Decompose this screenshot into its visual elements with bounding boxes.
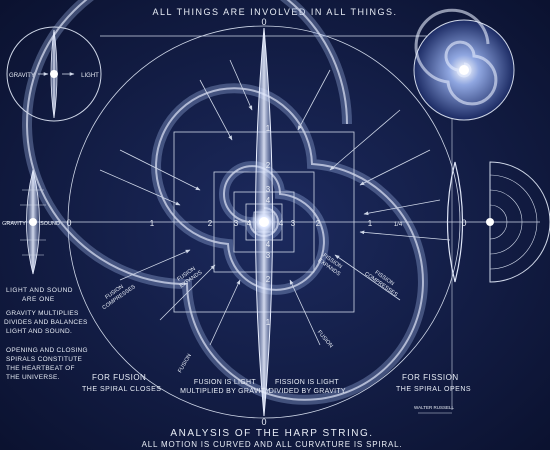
left-note-2: GRAVITY MULTIPLIES DIVIDES AND BALANCES … [4,310,90,335]
vertical-marker-upper-4: 4 [266,196,271,205]
horizontal-marker-right-1: 1 [368,219,373,228]
left-inset [20,169,46,275]
horizontal-marker-left-1: 1 [150,219,155,228]
horizontal-marker-right-zero: 0 [461,218,466,228]
horizontal-marker-left-2: 2 [208,219,213,228]
center-note-right: FISSION IS LIGHT DIVIDED BY GRAVITY. [269,379,347,395]
header-title: ALL THINGS ARE INVOLVED IN ALL THINGS. [153,7,398,17]
horizontal-marker-left-3: 3 [234,219,239,228]
horizontal-marker-right-4: 4 [279,219,284,228]
bottom-left-note: FOR FUSION THE SPIRAL CLOSES [82,373,161,393]
radiating-arrows [99,59,451,346]
footer-subtitle: ALL MOTION IS CURVED AND ALL CURVATURE I… [142,440,403,449]
vertical-marker-top: 0 [261,17,266,27]
horizontal-marker-left-zero: 0 [66,218,71,228]
top-left-inset-gravity-label: GRAVITY [9,73,35,79]
footer-title: ANALYSIS OF THE HARP STRING. [170,428,373,439]
vertical-marker-upper-3: 3 [266,185,271,194]
signature: WALTER RUSSELL [414,405,455,410]
top-left-inset-light-label: LIGHT [81,73,99,79]
bottom-right-note: FOR FISSION THE SPIRAL OPENS [396,373,471,393]
vertical-marker-lower-4: 4 [266,240,271,249]
horizontal-marker-right-3: 3 [291,219,296,228]
center-core [259,217,269,227]
left-note-3: OPENING AND CLOSING SPIRALS CONSTITUTE T… [6,347,90,381]
right-marker: 1/4 [394,222,403,228]
galaxy-inset [413,8,515,121]
vertical-marker-upper-2: 2 [266,161,271,170]
vertical-marker-lower-1: 1 [266,318,271,327]
horizontal-marker-right-2: 2 [316,219,321,228]
vertical-marker-bottom: 0 [261,417,266,427]
vertical-marker-lower-2: 2 [266,275,271,284]
left-inset-gravity-label: GRAVITY [2,221,26,227]
left-inset-sound-label: SOUND [40,221,60,227]
top-left-inset [6,26,102,122]
center-note-left: FUSION IS LIGHT MULTIPLIED BY GRAVITY. [180,379,272,395]
left-note-1: LIGHT AND SOUND ARE ONE [6,287,75,303]
vertical-marker-lower-3: 3 [266,251,271,260]
vertical-marker-upper-1: 1 [266,124,271,133]
right-lens [446,161,464,283]
horizontal-marker-left-4: 4 [247,219,252,228]
